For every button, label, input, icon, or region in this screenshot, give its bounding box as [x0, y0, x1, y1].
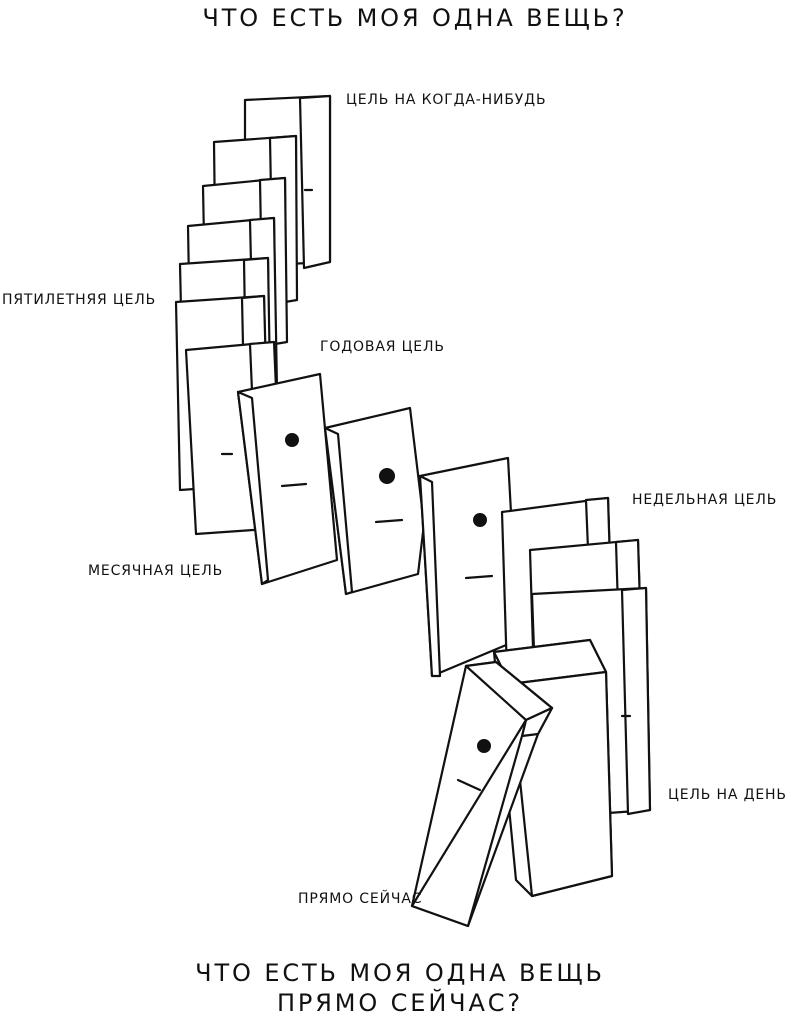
label-right-now: ПРЯМО СЕЙЧАС: [298, 891, 423, 907]
label-year-goal: ГОДОВАЯ ЦЕЛЬ: [320, 339, 445, 355]
label-day-goal: ЦЕЛЬ НА ДЕНЬ: [668, 787, 787, 803]
label-five-year-goal: ПЯТИЛЕТНЯЯ ЦЕЛЬ: [2, 292, 157, 308]
domino-month-1: [236, 372, 339, 586]
bottom-question-line-2: ПРЯМО СЕЙЧАС?: [276, 989, 524, 1017]
bottom-question-line-1: ЧТО ЕСТЬ МОЯ ОДНА ВЕЩЬ: [195, 959, 605, 987]
page-title: ЧТО ЕСТЬ МОЯ ОДНА ВЕЩЬ?: [202, 4, 628, 32]
domino-month-2: [323, 406, 426, 596]
domino-week-1: [418, 456, 520, 678]
label-month-goal: МЕСЯЧНАЯ ЦЕЛЬ: [88, 563, 224, 579]
label-week-goal: НЕДЕЛЬНАЯ ЦЕЛЬ: [632, 492, 778, 508]
bottom-question: ЧТО ЕСТЬ МОЯ ОДНА ВЕЩЬ ПРЯМО СЕЙЧАС?: [0, 958, 790, 1018]
domino-now: [410, 660, 554, 928]
label-someday-goal: ЦЕЛЬ НА КОГДА-НИБУДЬ: [346, 92, 547, 108]
